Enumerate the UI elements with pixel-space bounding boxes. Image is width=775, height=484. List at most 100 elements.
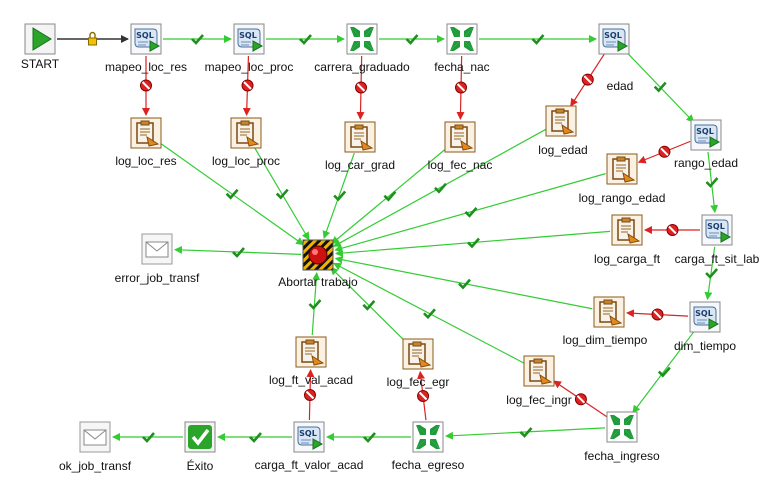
step-ok-job-transf-label: ok_job_transf <box>58 459 132 473</box>
step-exito[interactable] <box>184 421 216 453</box>
hop-success-check-icon <box>405 34 419 45</box>
hop-edad-to-rango_edad[interactable] <box>625 50 695 123</box>
step-edad-label: edad <box>606 79 634 93</box>
step-carga-ft-sit-lab-label: carga_ft_sit_lab <box>674 252 760 266</box>
hop-log_carga_ft-to-abortar[interactable] <box>334 230 611 257</box>
hop-success-check-icon <box>142 432 155 443</box>
step-carga-ft-valor-acad[interactable]: SQL <box>293 421 325 453</box>
svg-text:SQL: SQL <box>695 309 713 318</box>
step-fecha-nac[interactable] <box>446 23 478 55</box>
hop-failure-no-entry-icon <box>658 145 671 158</box>
hop-dim_tiempo-to-fecha_ingreso[interactable] <box>632 330 696 414</box>
step-carga-ft-sit-lab[interactable]: SQL <box>701 214 733 246</box>
step-log-carga-ft-label: log_carga_ft <box>593 252 661 266</box>
step-carrera-graduado[interactable] <box>346 23 378 55</box>
step-carrera-graduado-label: carrera_graduado <box>314 60 410 74</box>
hop-success-check-icon <box>308 299 322 310</box>
svg-text:SQL: SQL <box>604 31 622 40</box>
step-log-fec-ingr-label: log_fec_ingr <box>506 393 572 407</box>
hop-log_rango_edad-to-abortar[interactable] <box>334 173 606 253</box>
step-fecha-egreso[interactable] <box>412 421 444 453</box>
hop-success-check-icon <box>464 207 478 218</box>
hop-abortar-to-error_job_transf[interactable] <box>173 245 302 255</box>
hop-log_fec_nac-to-abortar[interactable] <box>331 147 448 245</box>
hop-fecha_ingreso-to-fecha_egreso[interactable] <box>444 427 606 440</box>
hop-success-check-icon <box>423 308 436 320</box>
hop-success-check-icon <box>383 190 397 202</box>
hop-log_ft_val_acad-to-abortar[interactable] <box>311 271 321 336</box>
step-abortar-trabajo[interactable] <box>302 239 334 271</box>
svg-text:SQL: SQL <box>136 31 154 40</box>
step-edad[interactable]: SQL <box>598 23 630 55</box>
step-dim-tiempo[interactable]: SQL <box>689 301 721 333</box>
hop-log_loc_proc-to-abortar[interactable] <box>254 147 310 241</box>
svg-text:SQL: SQL <box>239 31 257 40</box>
step-fecha-nac-label: fecha_nac <box>434 60 490 74</box>
step-log-dim-tiempo-label: log_dim_tiempo <box>562 333 648 347</box>
step-log-fec-nac-label: log_fec_nac <box>427 158 493 172</box>
hop-failure-no-entry-icon <box>417 389 430 402</box>
step-log-ft-val-acad[interactable] <box>295 336 327 368</box>
hop-failure-no-entry-icon <box>355 81 368 94</box>
hop-failure-no-entry-icon <box>666 224 679 236</box>
hop-failure-no-entry-icon <box>140 79 152 92</box>
step-log-carga-ft[interactable] <box>611 214 643 246</box>
step-mapeo-loc-res-label: mapeo_loc_res <box>104 60 188 74</box>
step-log-loc-proc[interactable] <box>230 117 262 149</box>
step-dim-tiempo-label: dim_tiempo <box>673 339 737 353</box>
step-log-rango-edad[interactable] <box>606 153 638 185</box>
step-log-dim-tiempo[interactable] <box>593 296 625 328</box>
step-log-fec-egr[interactable] <box>402 338 434 370</box>
step-log-rango-edad-label: log_rango_edad <box>578 191 666 205</box>
svg-text:SQL: SQL <box>707 222 725 231</box>
hop-success-check-icon <box>362 299 376 311</box>
step-mapeo-loc-proc[interactable]: SQL <box>233 23 265 55</box>
step-mapeo-loc-res[interactable]: SQL <box>130 23 162 55</box>
step-rango-edad[interactable]: SQL <box>690 119 722 151</box>
step-log-edad-label: log_edad <box>538 143 588 157</box>
step-ok-job-transf[interactable] <box>79 421 111 453</box>
start-node[interactable] <box>24 23 56 55</box>
svg-text:SQL: SQL <box>696 127 714 136</box>
hop-success-check-icon <box>363 432 376 443</box>
step-error-job-transf[interactable] <box>141 233 173 265</box>
hop-success-check-icon <box>467 237 480 249</box>
hop-success-check-icon <box>434 182 447 194</box>
hop-failure-no-entry-icon <box>455 81 468 94</box>
hop-log_car_grad-to-abortar[interactable] <box>322 152 355 239</box>
step-fecha-ingreso[interactable] <box>606 411 638 443</box>
step-log-ft-val-acad-label: log_ft_val_acad <box>268 373 354 387</box>
step-log-fec-egr-label: log_fec_egr <box>386 375 450 389</box>
hop-success-check-icon <box>225 188 239 200</box>
step-error-job-transf-label: error_job_transf <box>114 271 200 285</box>
step-rango-edad-label: rango_edad <box>673 156 739 170</box>
hop-carga_ft_sit_lab-to-dim_tiempo[interactable] <box>704 246 716 301</box>
step-fecha-egreso-label: fecha_egreso <box>391 458 465 472</box>
hop-log_edad-to-abortar[interactable] <box>332 128 547 247</box>
hop-success-check-icon <box>249 432 262 443</box>
hop-success-check-icon <box>333 190 347 202</box>
step-log-edad[interactable] <box>545 105 577 137</box>
step-exito-label: Éxito <box>186 459 214 473</box>
step-log-car-grad[interactable] <box>344 121 376 153</box>
step-mapeo-loc-proc-label: mapeo_loc_proc <box>204 60 294 74</box>
step-log-car-grad-label: log_car_grad <box>324 158 396 172</box>
hop-log_fec_ingr-to-abortar[interactable] <box>333 262 525 364</box>
hop-success-check-icon <box>232 247 245 258</box>
hop-rango_edad-to-carga_ft_sit_lab[interactable] <box>707 151 719 214</box>
step-log-loc-proc-label: log_loc_proc <box>211 154 281 168</box>
step-log-loc-res[interactable] <box>130 117 162 149</box>
hop-failure-no-entry-icon <box>303 388 316 401</box>
hop-log_dim_tiempo-to-abortar[interactable] <box>334 255 593 310</box>
hop-success-check-icon <box>519 427 533 438</box>
hop-success-check-icon <box>705 177 719 188</box>
hop-log_fec_egr-to-abortar[interactable] <box>330 266 407 343</box>
hop-log_loc_res-to-abortar[interactable] <box>159 142 305 246</box>
hop-success-check-icon <box>275 188 289 200</box>
step-log-fec-ingr[interactable] <box>523 355 555 387</box>
hop-success-check-icon <box>531 34 545 45</box>
step-log-fec-nac[interactable] <box>444 121 476 153</box>
step-log-loc-res-label: log_loc_res <box>115 154 177 168</box>
hop-failure-no-entry-icon <box>574 393 587 406</box>
